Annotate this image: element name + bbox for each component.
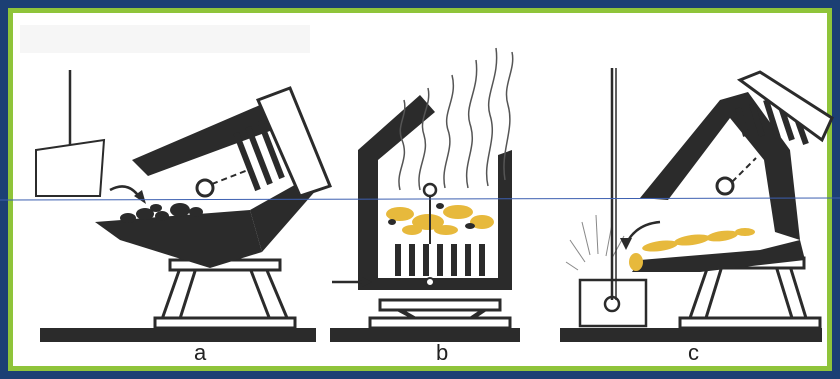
divider-line xyxy=(0,198,840,200)
panel-a-base xyxy=(40,328,316,342)
panel-b-illustration xyxy=(330,48,520,342)
panel-a-stand-left xyxy=(160,268,196,325)
panel-c-arrow xyxy=(626,222,660,244)
panel-a-charge-bucket xyxy=(36,140,104,196)
panel-b-stand-foot xyxy=(370,318,510,328)
panel-b-label: b xyxy=(436,340,448,366)
panel-a-stand-right xyxy=(250,268,290,325)
panel-a-label: a xyxy=(194,340,206,366)
panel-a-stand-foot xyxy=(155,318,295,328)
panel-b-base xyxy=(330,328,520,342)
panel-b-electrodes xyxy=(398,244,482,276)
smudge xyxy=(20,25,310,53)
panel-c-label: c xyxy=(688,340,699,366)
panel-a-burner xyxy=(197,180,213,196)
panel-c-illustration xyxy=(560,68,832,342)
panel-b-stand-top xyxy=(380,300,500,310)
panel-a-illustration xyxy=(36,70,330,342)
panel-c-furnace-hood xyxy=(640,92,800,240)
